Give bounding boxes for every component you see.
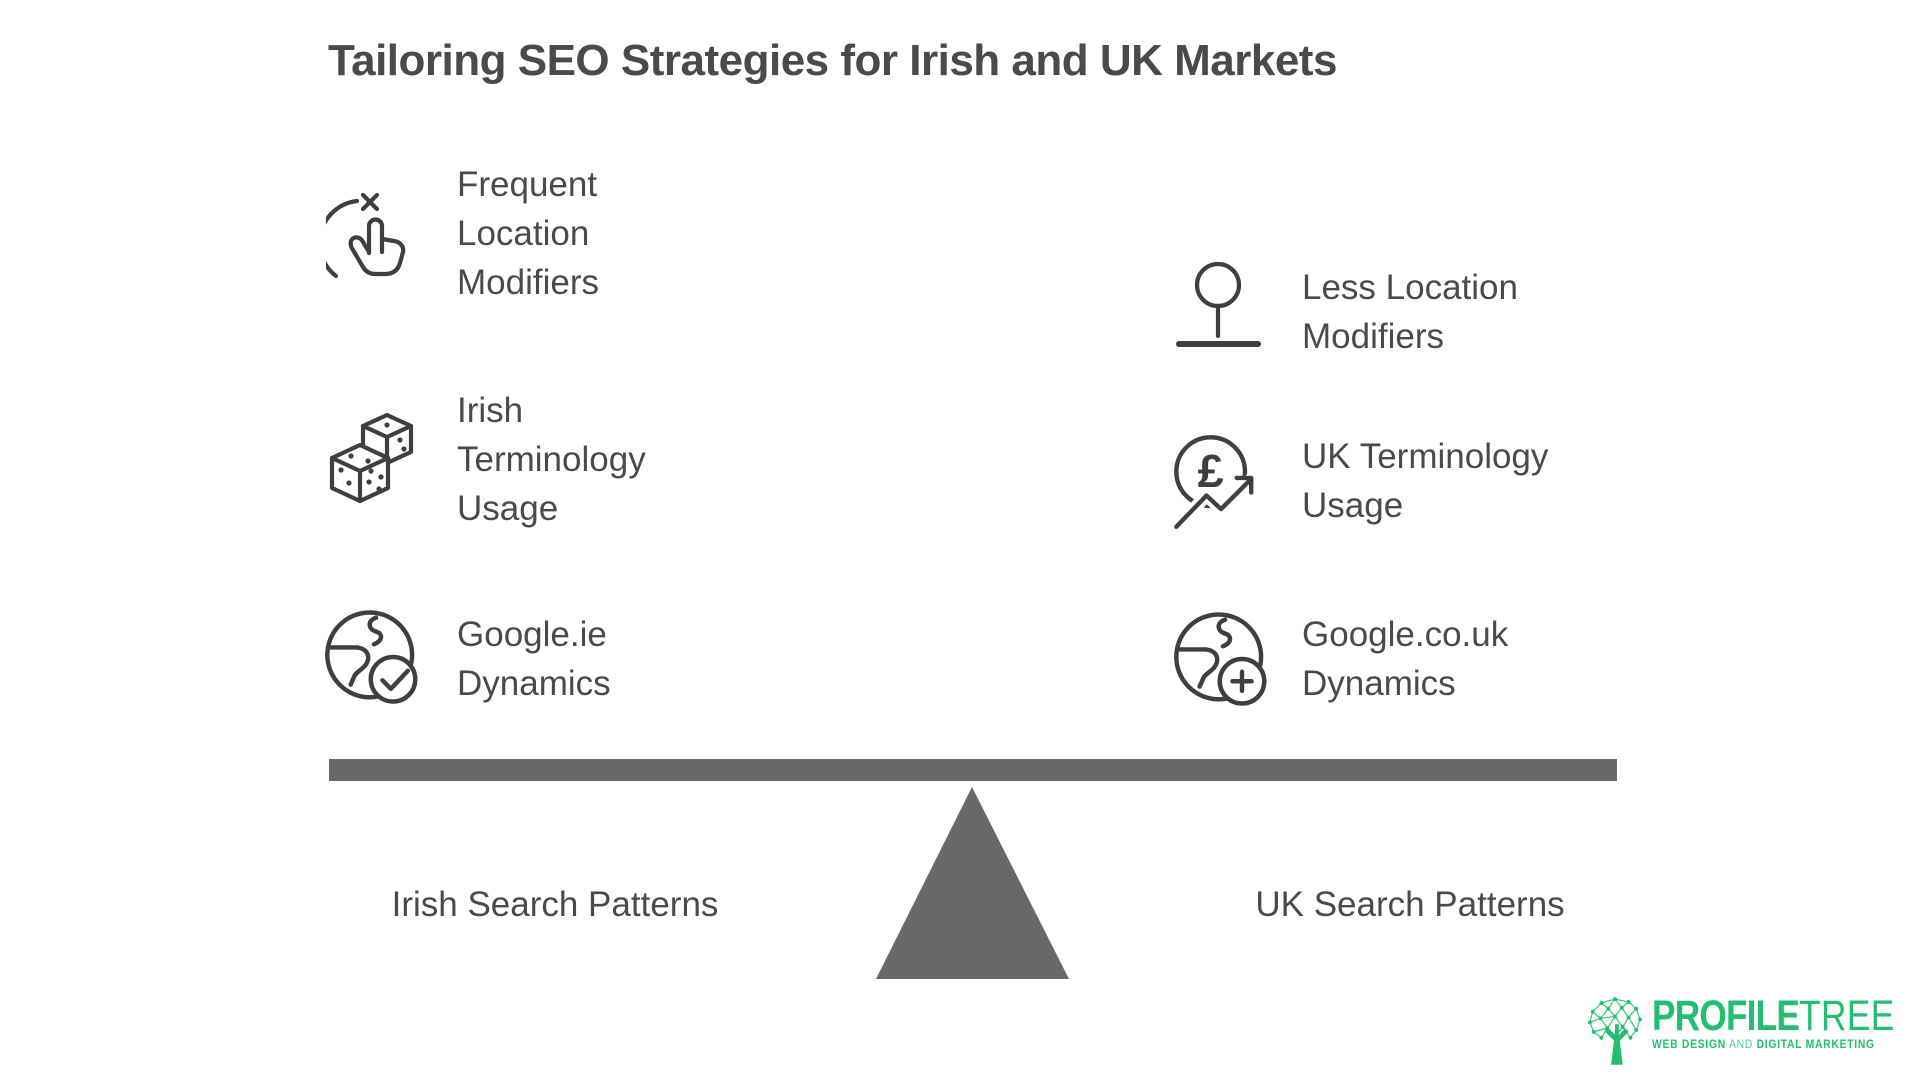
list-item-google-ie-dynamics: Google.ie Dynamics [457, 610, 611, 708]
scale-label-uk: UK Search Patterns [1255, 885, 1565, 924]
item-label-line: Dynamics [1302, 664, 1456, 703]
balance-beam [329, 759, 1617, 781]
profiletree-tagline: WEB DESIGN AND DIGITAL MARKETING [1652, 1039, 1875, 1051]
map-pin-icon [1171, 256, 1271, 356]
item-label-line: Usage [457, 489, 559, 528]
list-item-irish-terminology-usage: Irish Terminology Usage [457, 386, 646, 533]
list-item-uk-terminology-usage: UK Terminology Usage [1302, 432, 1548, 530]
item-label-line: Terminology [457, 440, 646, 479]
brand-secondary: TREE [1799, 992, 1895, 1040]
item-label-line: Dynamics [457, 664, 611, 703]
brand-primary: PROFILE [1652, 992, 1800, 1040]
tap-gesture-dismiss-icon [326, 182, 426, 290]
page-title: Tailoring SEO Strategies for Irish and U… [328, 36, 1337, 85]
profiletree-logo: PROFILETREE WEB DESIGN AND DIGITAL MARKE… [1586, 994, 1920, 1066]
svg-text:£: £ [1198, 445, 1224, 497]
item-label-line: Location [457, 214, 590, 253]
list-item-google-co-uk-dynamics: Google.co.uk Dynamics [1302, 610, 1508, 708]
profiletree-tree-icon [1587, 997, 1643, 1065]
item-label-line: Irish [457, 391, 524, 430]
item-label-line: Frequent [457, 165, 598, 204]
item-label-line: Modifiers [1302, 317, 1444, 356]
item-label-line: UK Terminology [1302, 437, 1549, 476]
pound-sterling-growth-icon: £ [1168, 428, 1272, 534]
balance-fulcrum-triangle [876, 779, 1070, 980]
item-label-line: Google.co.uk [1302, 615, 1509, 654]
globe-check-icon [322, 604, 428, 710]
item-label-line: Less Location [1302, 268, 1518, 307]
scale-label-irish: Irish Search Patterns [391, 885, 719, 924]
list-item-less-location-modifiers: Less Location Modifiers [1302, 263, 1518, 361]
dice-icon [324, 406, 424, 512]
globe-add-icon [1171, 606, 1277, 712]
profiletree-wordmark: PROFILETREE [1652, 994, 1895, 1038]
item-label-line: Modifiers [457, 263, 599, 302]
item-label-line: Usage [1302, 486, 1404, 525]
item-label-line: Google.ie [457, 615, 607, 654]
list-item-frequent-location-modifiers: Frequent Location Modifiers [457, 160, 599, 307]
